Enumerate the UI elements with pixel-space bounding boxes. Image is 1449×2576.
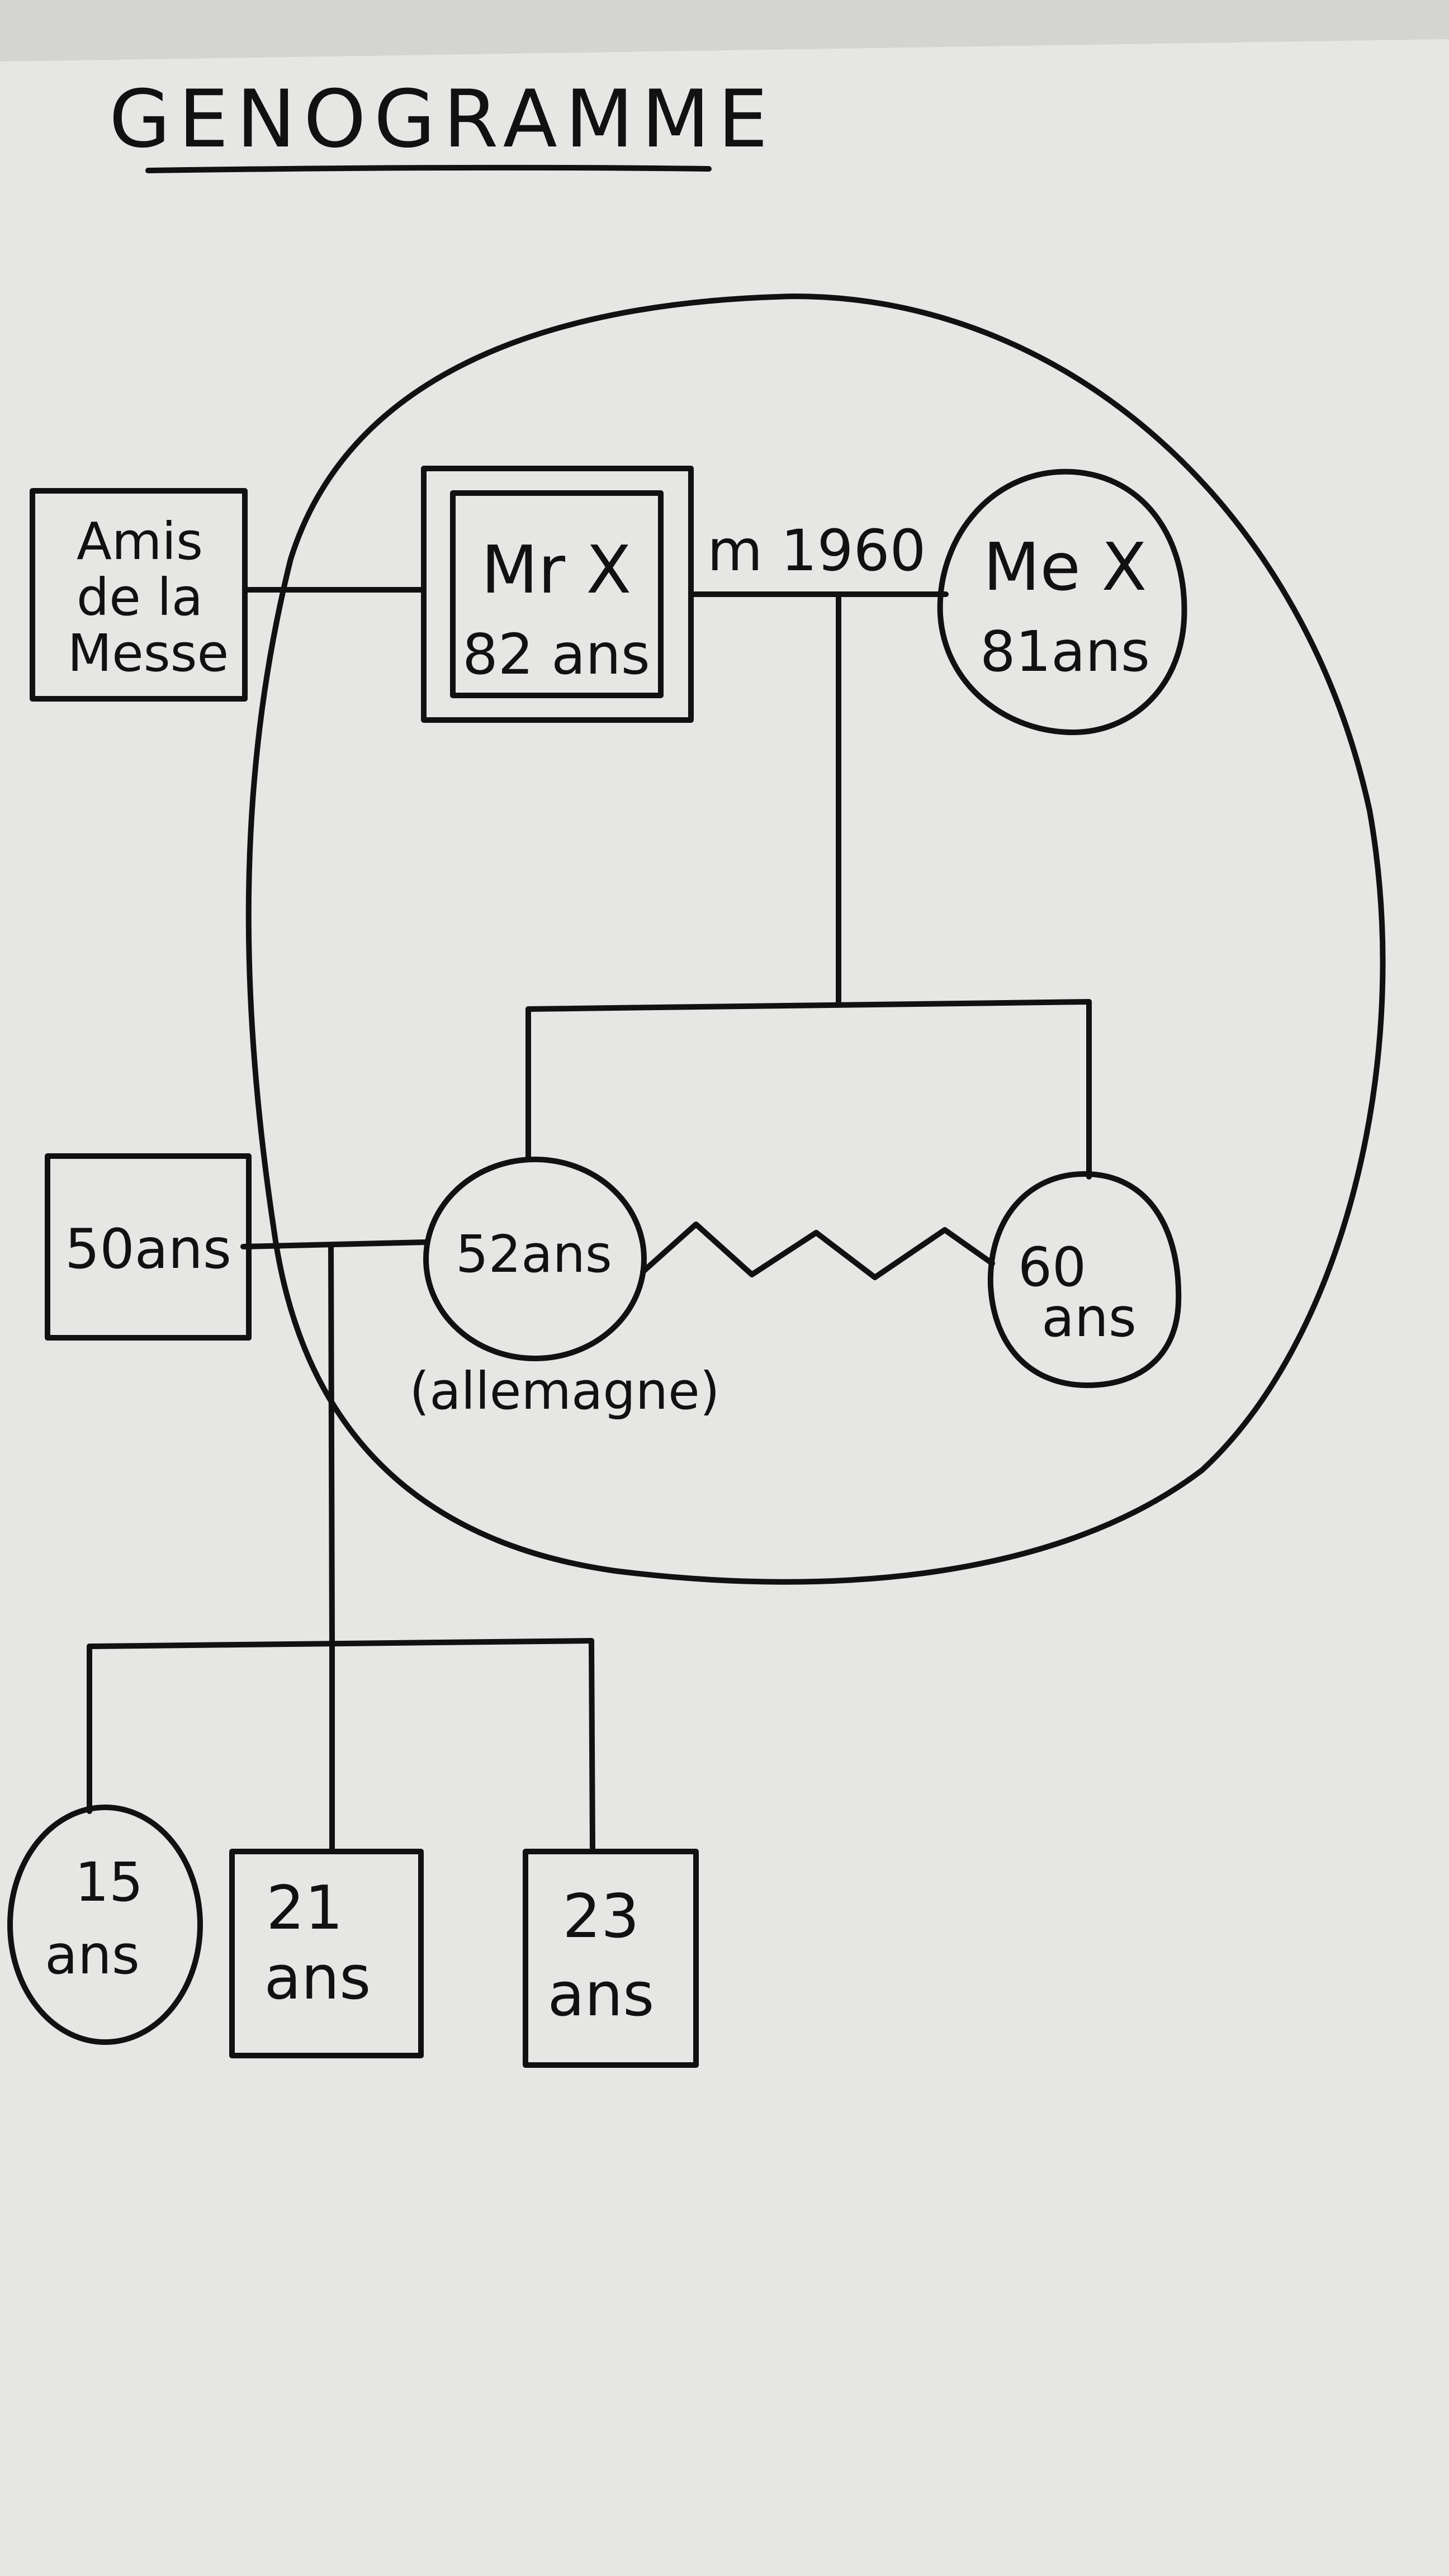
friends-box [30,488,248,702]
child-60-age-line2: ans [1041,1286,1137,1349]
grandchild-23-age-line2: ans [548,1960,655,2030]
grandchild-drop-right [589,1638,595,1853]
mr-x-inner-box [450,490,664,698]
child-60-circle [987,1171,1182,1388]
grandchild-15-age-line1: 15 [75,1851,143,1914]
grandchild-15-circle [7,1805,203,2045]
title-underline [145,164,712,173]
grandchild-21-age-line1: 21 [266,1873,343,1943]
partnership-line [240,1239,429,1249]
paper-sheet [0,39,1449,2576]
grandchild-descent-line [328,1243,335,1644]
mr-x-age: 82 ans [462,622,650,687]
daughter-52-age: 52ans [456,1224,612,1284]
partner-50-age: 50ans [65,1218,231,1281]
marriage-label: m 1960 [707,518,926,584]
household-boundary [245,293,1386,1585]
mr-x-name: Mr X [481,531,632,608]
friends-label-line3: Messe [68,623,229,683]
grandchild-21-age-line2: ans [264,1943,371,2013]
mme-x-age: 81ans [980,619,1150,684]
friends-label-line2: de la [77,567,203,627]
grandchild-21-box [229,1849,424,2058]
mme-x-circle [937,468,1187,735]
grandchild-23-box [523,1849,699,2068]
conflict-zigzag-line [640,1221,995,1280]
friends-label-line1: Amis [77,512,203,571]
child-60-age-line1: 60 [1018,1236,1086,1299]
mme-x-name: Me X [983,528,1147,605]
daughter-52-circle [423,1157,647,1361]
paper-shadow [0,0,1449,61]
page-title: GENOGRAMME [109,73,776,165]
grandchild-15-age-line2: ans [45,1924,140,1986]
grandchild-sibship-line [87,1638,594,1649]
grandchild-23-age-line1: 23 [562,1882,639,1952]
daughter-52-location: (allemagne) [409,1361,719,1421]
sibship-line [525,999,1092,1012]
